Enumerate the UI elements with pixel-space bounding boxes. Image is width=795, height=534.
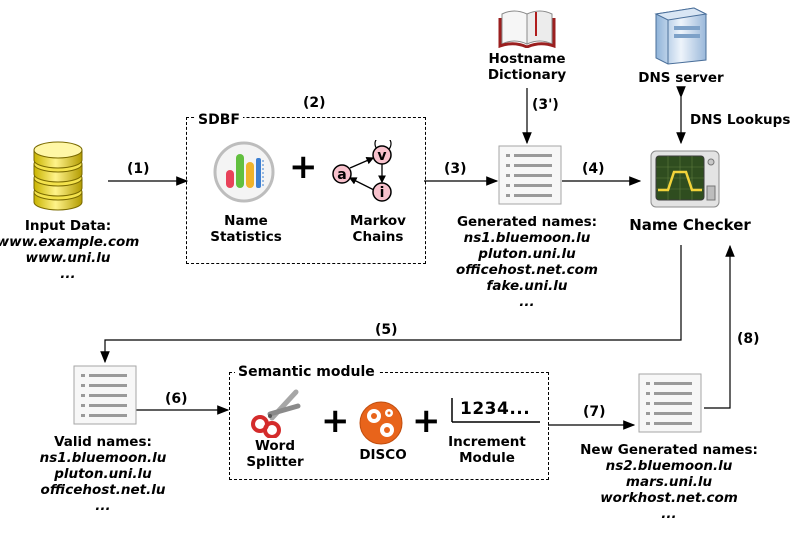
- new-generated-name: ns2.bluemoon.lu: [605, 458, 733, 474]
- step-6-label: (6): [165, 391, 188, 407]
- database-icon: [33, 141, 83, 211]
- scissors-icon: [251, 389, 301, 438]
- plus-sign: +: [321, 401, 350, 441]
- new-generated-name: ...: [661, 506, 677, 522]
- increment-counter-icon: [451, 398, 540, 423]
- plus-sign: +: [412, 401, 441, 441]
- name-statistics-label: Name: [224, 213, 268, 229]
- book-icon: [498, 10, 556, 48]
- disco-label: DISCO: [359, 447, 407, 463]
- generated-names-title: Generated names:: [456, 214, 598, 230]
- step-8-label: (8): [737, 331, 760, 347]
- generated-name: pluton.uni.lu: [478, 246, 576, 262]
- generated-name: officehost.net.com: [456, 262, 598, 278]
- document-list-icon: [73, 365, 137, 425]
- increment-glyph: 1234...: [460, 399, 531, 419]
- markov-state-label: i: [380, 185, 385, 201]
- new-generated-names-title: New Generated names:: [580, 442, 758, 458]
- semantic-module-title: Semantic module: [235, 364, 378, 380]
- increment-module-label: Increment: [448, 434, 526, 450]
- dns-lookups-label: DNS Lookups: [690, 112, 791, 128]
- valid-name: ...: [95, 498, 111, 514]
- markov-chains-label: Chains: [352, 229, 404, 245]
- statistics-chart-icon: [213, 141, 275, 203]
- sdbf-box: [186, 117, 426, 264]
- semantic-module-box: [229, 372, 549, 480]
- name-statistics-label: Statistics: [210, 229, 282, 245]
- monitor-icon: [650, 150, 720, 208]
- step-3-label: (3): [444, 161, 467, 177]
- generated-name: ...: [519, 294, 535, 310]
- input-data-title: Input Data:: [24, 218, 112, 234]
- generated-name: ns1.bluemoon.lu: [463, 230, 591, 246]
- name-checker-label: Name Checker: [629, 216, 751, 234]
- step-7-label: (7): [583, 404, 606, 420]
- valid-name: ns1.bluemoon.lu: [39, 450, 167, 466]
- hostname-dictionary-label: Dictionary: [487, 67, 567, 83]
- word-splitter-label: Word: [254, 438, 296, 454]
- step-1-label: (1): [127, 161, 150, 177]
- step-2-label: (2): [303, 95, 326, 111]
- step-5-label: (5): [375, 322, 398, 338]
- plus-sign: +: [289, 147, 318, 187]
- valid-name: officehost.net.lu: [40, 482, 166, 498]
- input-data-line: www.uni.lu: [25, 250, 111, 266]
- markov-chain-icon: a v i: [332, 140, 392, 202]
- markov-chains-label: Markov: [350, 213, 406, 229]
- increment-module-label: Module: [459, 450, 515, 466]
- markov-state-label: v: [377, 148, 386, 164]
- markov-state-label: a: [337, 167, 346, 183]
- hostname-dictionary-label: Hostname: [488, 51, 566, 67]
- input-data-line: ...: [60, 266, 76, 282]
- valid-name: pluton.uni.lu: [54, 466, 152, 482]
- sdbf-title: SDBF: [195, 112, 243, 128]
- new-generated-name: workhost.net.com: [600, 490, 738, 506]
- dns-server-label: DNS server: [638, 70, 724, 86]
- step-4-label: (4): [582, 161, 605, 177]
- document-list-icon: [498, 145, 562, 205]
- generated-name: fake.uni.lu: [486, 278, 568, 294]
- input-data-line: www.example.com: [0, 234, 140, 250]
- step-3-prime-label: (3'): [532, 97, 559, 113]
- new-generated-name: mars.uni.lu: [625, 474, 713, 490]
- word-splitter-label: Splitter: [246, 454, 304, 470]
- server-icon: [654, 7, 708, 65]
- gears-icon: [359, 401, 403, 445]
- valid-names-title: Valid names:: [54, 434, 152, 450]
- document-list-icon: [638, 373, 702, 433]
